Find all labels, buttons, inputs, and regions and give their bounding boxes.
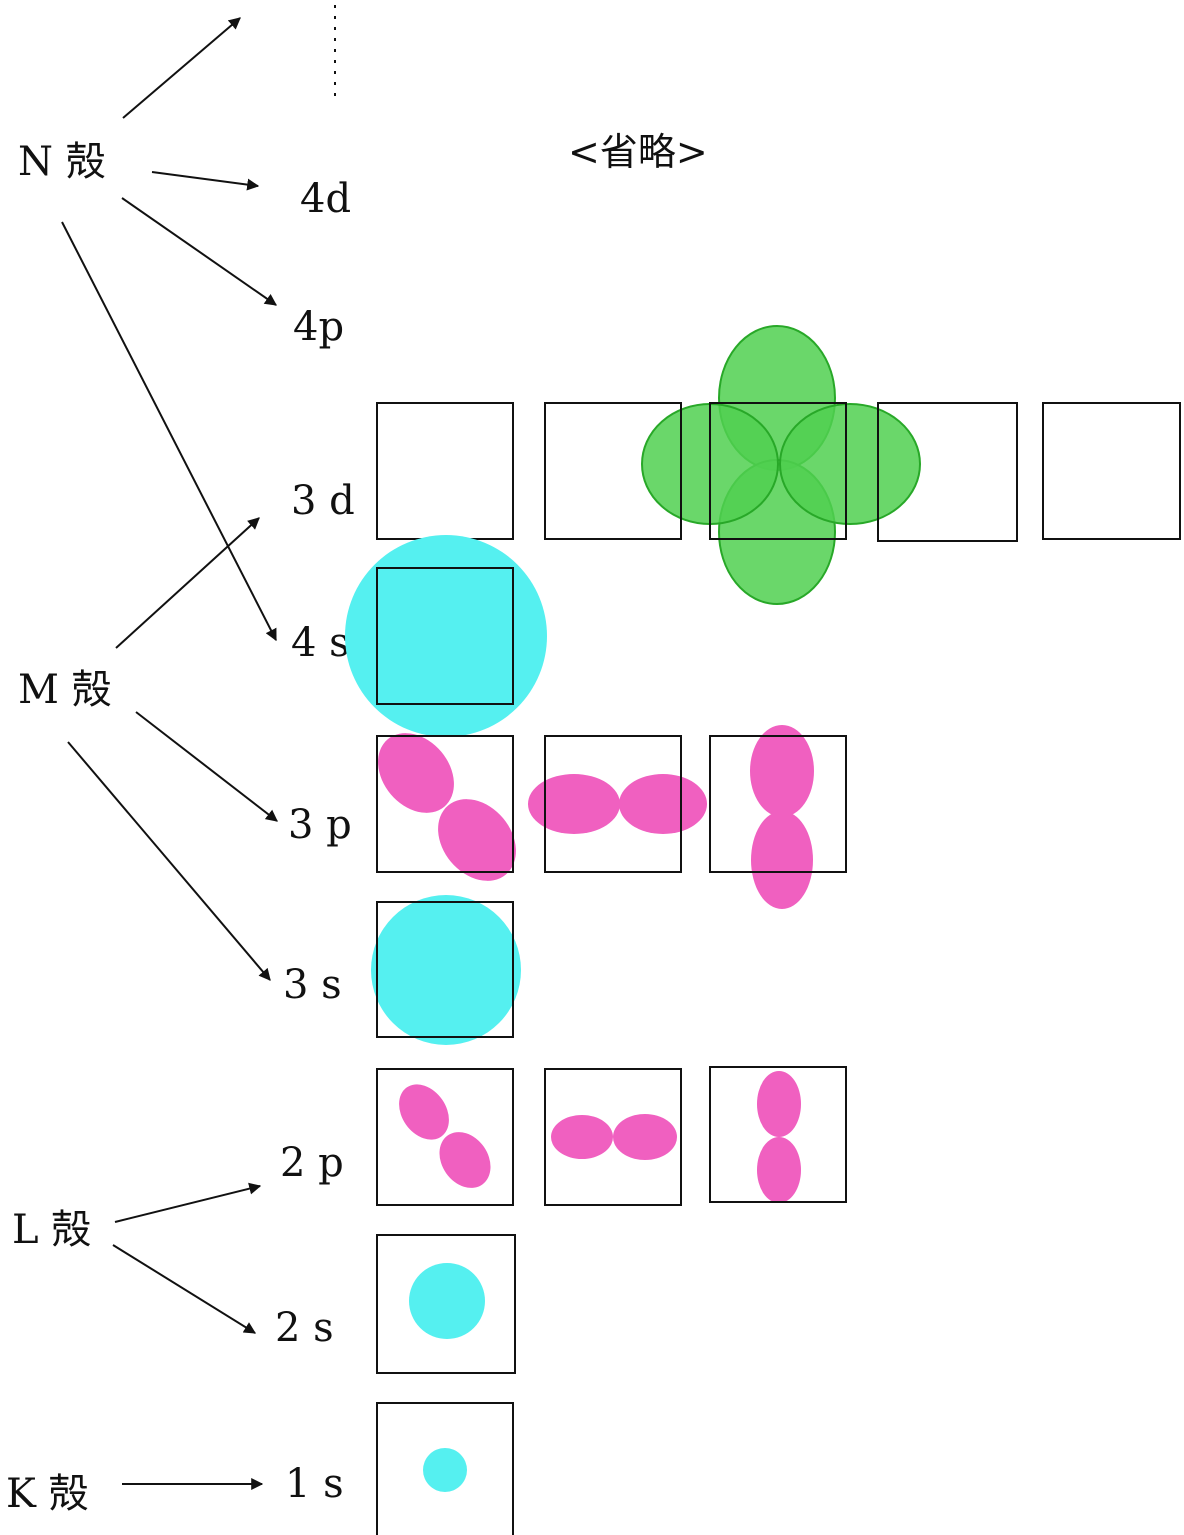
- orbital-box-3d-1: [376, 402, 514, 540]
- s-orbital-2s-shape: [409, 1263, 485, 1339]
- s-orbital-3s-shape: [371, 895, 521, 1045]
- orbital-box-3s: [376, 901, 514, 1038]
- arrow-n-to-next: [122, 17, 241, 119]
- p-orbital-3p-horizontal-shape: [528, 774, 707, 834]
- p-orbital-2p-diagonal-shape: [399, 1084, 491, 1188]
- p-orbital-2p-horizontal-shape: [551, 1114, 677, 1160]
- arrow-m-to-3p: [135, 711, 278, 822]
- orbital-box-2p-2: [544, 1068, 682, 1206]
- orbital-box-3p-3: [709, 735, 847, 873]
- arrow-n-to-4d: [151, 171, 260, 191]
- arrow-m-to-3s: [67, 741, 271, 981]
- orbital-label-4d: 4d: [300, 176, 351, 222]
- arrow-l-to-2p: [114, 1182, 262, 1223]
- shell-label-n: N 殻: [18, 139, 106, 185]
- shell-label-m: M 殻: [18, 667, 112, 713]
- p-orbital-3p-diagonal-shape: [378, 733, 516, 881]
- orbital-box-2p-3: [709, 1066, 847, 1203]
- orbital-label-4p: 4p: [293, 304, 344, 350]
- arrow-m-to-3d: [115, 517, 260, 649]
- p-orbital-3p-vertical-shape: [750, 725, 814, 909]
- orbital-label-3s: 3 s: [283, 962, 342, 1008]
- orbital-label-3p: 3 p: [288, 802, 352, 848]
- d-orbital-shape: [641, 325, 921, 605]
- orbital-label-1s: 1 s: [285, 1461, 344, 1507]
- omitted-label: <省略>: [568, 130, 708, 174]
- orbital-box-2s: [376, 1234, 516, 1374]
- orbital-box-2p-1: [376, 1068, 514, 1206]
- p-orbital-2p-vertical-shape: [757, 1071, 801, 1203]
- s-orbital-4s-shape: [345, 535, 547, 737]
- orbital-box-3p-1: [376, 735, 514, 873]
- shell-label-k: K 殻: [6, 1471, 89, 1517]
- orbital-box-3p-2: [544, 735, 682, 873]
- orbital-box-1s: [376, 1402, 514, 1535]
- orbital-label-2p: 2 p: [280, 1140, 344, 1186]
- orbital-box-3d-5: [1042, 402, 1181, 540]
- orbital-label-3d: 3 d: [291, 478, 355, 524]
- shell-label-l: L 殻: [12, 1207, 91, 1253]
- orbital-box-3d-4: [877, 402, 1018, 542]
- orbital-label-2s: 2 s: [275, 1305, 334, 1351]
- orbital-label-4s: 4 s: [291, 620, 350, 666]
- orbital-box-3d-3: [709, 402, 847, 540]
- orbital-box-3d-2: [544, 402, 682, 540]
- arrow-n-to-4s: [61, 221, 277, 642]
- arrow-n-to-4p: [121, 197, 277, 306]
- arrow-l-to-2s: [112, 1244, 257, 1334]
- orbital-box-4s: [376, 567, 514, 705]
- s-orbital-1s-shape: [423, 1448, 467, 1492]
